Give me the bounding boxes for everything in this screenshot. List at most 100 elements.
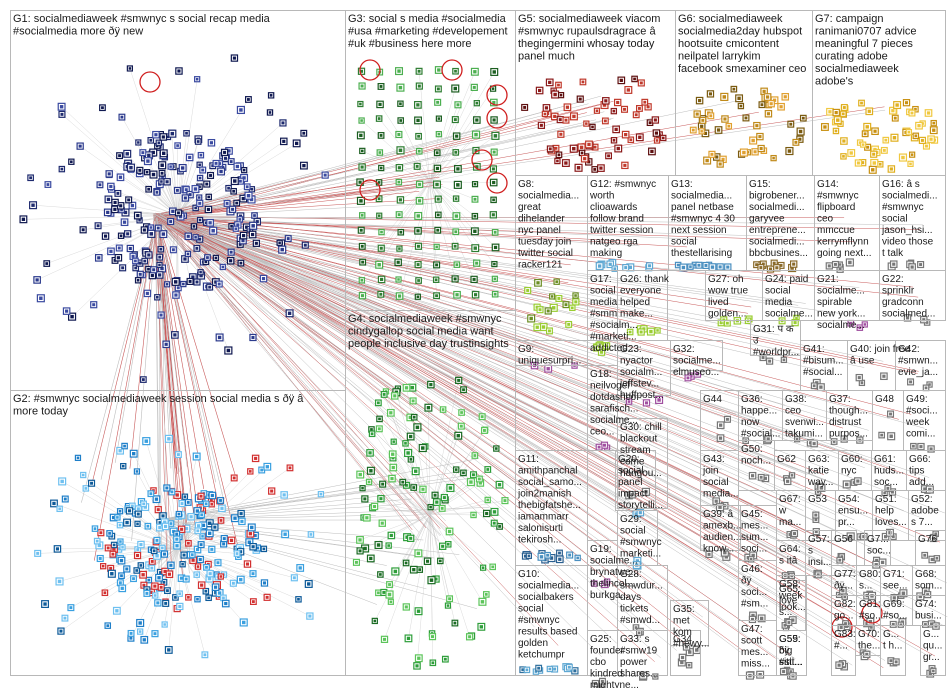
group-label-g1: #socialmedia more ðÿ new (13, 26, 143, 38)
node-fill-g49 (912, 444, 915, 448)
node-fill-g7 (932, 128, 936, 132)
group-label-g71: G71: (883, 569, 905, 580)
node-fill-g2 (142, 583, 146, 587)
node-fill-g4 (411, 399, 415, 403)
node-fill-g2 (55, 547, 60, 551)
node-fill-g2 (123, 444, 126, 448)
node-fill-g4 (358, 472, 362, 477)
node-fill-g3 (417, 134, 420, 138)
node-fill-g3 (416, 229, 420, 233)
edge-g1 (120, 177, 178, 216)
group-box-g44 (700, 390, 739, 451)
node-fill-g1 (219, 169, 223, 174)
node-fill-g1 (156, 226, 160, 230)
node-fill-g1 (109, 249, 113, 253)
node-fill-g3 (492, 198, 495, 202)
node-fill-g1 (136, 213, 140, 218)
node-fill-g13 (689, 265, 692, 268)
node-fill-g4 (503, 499, 507, 503)
node-fill-g2 (135, 470, 139, 473)
node-fill-g1 (236, 223, 240, 227)
node-fill-g2 (63, 497, 67, 501)
node-fill-g1 (147, 253, 151, 257)
node-fill-g45 (751, 553, 755, 558)
node-fill-g1 (186, 234, 190, 238)
node-fill-g2 (298, 566, 302, 570)
node-fill-g47 (758, 672, 762, 677)
node-fill-g1 (185, 131, 188, 135)
group-label-g20: impact (618, 489, 648, 500)
node-fill-g1 (149, 138, 153, 142)
node-fill-g1 (278, 241, 281, 245)
edge-inter-group (155, 214, 884, 362)
node-fill-g1 (241, 239, 245, 243)
node-fill-g5 (572, 114, 576, 119)
group-label-g65: love (779, 596, 798, 607)
group-label-g68: G68: (915, 569, 937, 580)
node-fill-g17 (605, 344, 609, 348)
group-label-g12: natgeo rga (590, 237, 638, 248)
node-fill-g3 (416, 244, 420, 248)
node-fill-g1 (242, 234, 246, 238)
node-fill-g2 (201, 523, 206, 528)
group-label-g63: G63: (808, 454, 830, 465)
node-fill-g4 (429, 578, 434, 582)
node-fill-g5 (553, 92, 557, 97)
node-fill-g1 (286, 237, 290, 240)
node-fill-g4 (434, 577, 438, 581)
node-fill-g7 (873, 129, 877, 133)
node-fill-g4 (404, 561, 408, 565)
edge-g2 (85, 488, 178, 549)
edge-g4 (425, 446, 431, 515)
node-fill-g2 (183, 495, 187, 498)
node-fill-g1 (60, 167, 64, 171)
node-fill-g43 (714, 499, 718, 503)
node-fill-g13 (704, 264, 708, 267)
edge-g3 (429, 168, 494, 182)
group-label-g21: spirable (817, 297, 852, 308)
node-fill-g4 (456, 434, 460, 438)
node-fill-g2 (163, 623, 166, 626)
node-fill-g4 (433, 493, 437, 497)
node-fill-g1 (186, 252, 190, 256)
node-fill-g7 (861, 161, 865, 165)
node-fill-g32 (686, 376, 690, 380)
group-label-g14: mmccue (817, 225, 855, 236)
group-label-g34: G34 (673, 634, 692, 645)
node-fill-g2 (153, 594, 157, 597)
node-fill-g2 (283, 532, 287, 536)
node-fill-g8 (526, 289, 530, 292)
node-fill-g2 (116, 547, 121, 551)
node-fill-g3 (435, 294, 438, 298)
group-label-g23: jeffstev... (619, 379, 659, 390)
node-fill-g69 (899, 623, 903, 626)
node-fill-g4 (365, 516, 369, 520)
node-fill-g2 (112, 547, 116, 551)
node-fill-g4 (382, 590, 386, 594)
node-fill-g2 (248, 532, 253, 536)
node-fill-g1 (143, 259, 147, 263)
group-label-g43: social (703, 477, 729, 488)
group-label-g58: look... (779, 602, 806, 613)
node-fill-g4 (393, 394, 397, 398)
node-fill-g15 (772, 261, 776, 265)
node-fill-g3 (435, 182, 439, 187)
edge-g3 (398, 134, 431, 182)
node-fill-g2 (198, 557, 202, 561)
node-fill-g7 (904, 101, 909, 105)
node-fill-g25 (601, 679, 604, 683)
node-fill-g6 (765, 95, 770, 99)
node-fill-g2 (292, 576, 296, 580)
node-fill-g7 (882, 148, 886, 152)
node-fill-g4 (425, 559, 430, 563)
node-fill-g68 (926, 593, 930, 597)
group-label-g5: panel much (518, 51, 575, 63)
node-fill-g3 (361, 149, 364, 153)
node-fill-g1 (205, 182, 209, 186)
node-fill-g1 (183, 257, 187, 261)
group-box-layer (10, 10, 946, 676)
node-fill-g10 (567, 665, 571, 669)
group-label-g8: great (518, 202, 541, 213)
node-fill-g7 (917, 124, 921, 128)
node-fill-g15 (779, 263, 783, 267)
